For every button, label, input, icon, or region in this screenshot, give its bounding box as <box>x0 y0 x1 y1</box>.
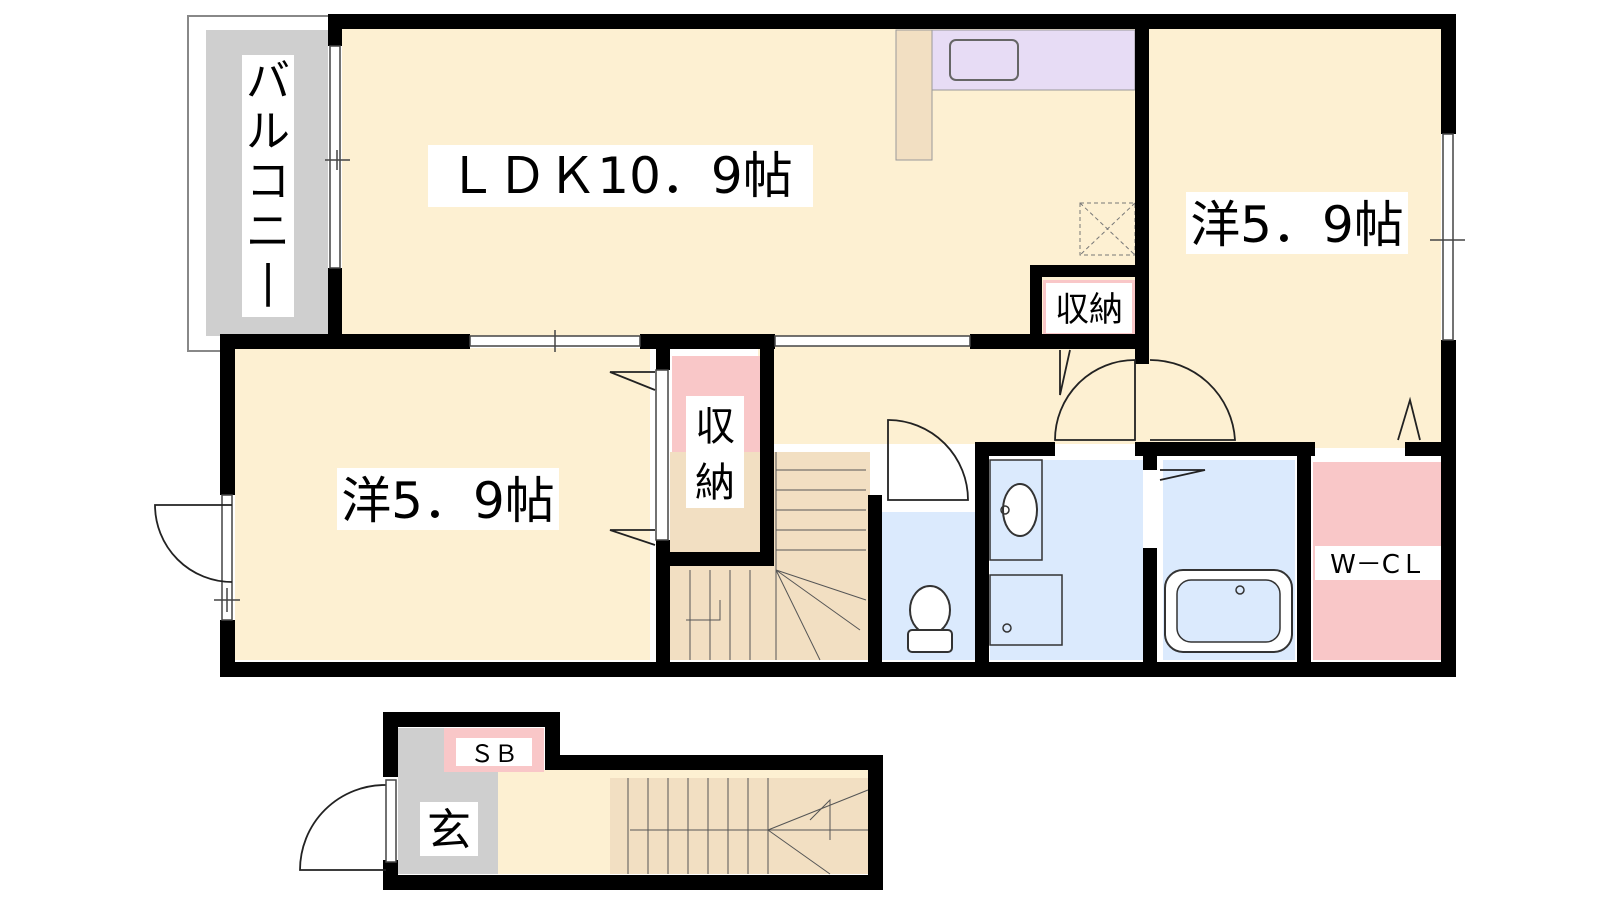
hallway-floor <box>758 340 1135 444</box>
balcony-label-bg <box>242 55 294 317</box>
storage-left-label-2: 納 <box>695 460 735 506</box>
wcl-label: W－CＬ <box>1330 550 1426 580</box>
washbasin-icon <box>1002 483 1038 537</box>
entrance-label-bg <box>420 802 478 856</box>
bedroom-right-label: 洋5．9帖 <box>1190 196 1404 254</box>
storage-left-label-1: 収 <box>695 404 735 450</box>
stair-treads-lower <box>627 778 869 875</box>
storage-left-label-bg <box>686 396 744 508</box>
balcony-label-text: バルコニ| <box>246 56 290 307</box>
toilet-tank-icon <box>907 629 953 653</box>
bedroom-left-label: 洋5．9帖 <box>341 472 555 530</box>
balcony-label: バルコニ| <box>246 56 290 307</box>
washing-machine-space <box>989 574 1063 646</box>
bedroom-right-label-bg <box>1186 192 1408 254</box>
windows <box>214 45 1465 621</box>
ldk-label-bg <box>428 145 813 207</box>
wcl-label-bg <box>1315 546 1441 580</box>
kitchen-sink-icon <box>949 39 1019 81</box>
door-swings <box>154 349 1421 583</box>
stairs-lower <box>610 778 868 874</box>
bedroom-left-label-bg <box>337 468 559 530</box>
toilet-bowl-icon <box>909 585 951 635</box>
drain-icon <box>1000 505 1010 515</box>
bathtub-drain-icon <box>1235 585 1245 595</box>
shoe-box-label-bg <box>456 738 532 766</box>
walls <box>220 14 1456 677</box>
refrigerator-mark <box>1079 202 1136 256</box>
entrance-door <box>299 779 397 871</box>
shoe-box-label: ＳＢ <box>470 740 518 768</box>
kitchen-counter <box>895 29 933 161</box>
storage-ldk-label: 収納 <box>1055 290 1123 330</box>
bathtub-inner-icon <box>1176 579 1281 643</box>
stair-treads <box>686 452 867 661</box>
storage-ldk-label-bg <box>1046 283 1132 333</box>
walls-lower <box>383 712 883 890</box>
washing-machine-drain-icon <box>1002 623 1012 633</box>
entrance-label: 玄 <box>427 805 471 856</box>
ldk-label: ＬＤＫ10．9帖 <box>447 147 792 205</box>
